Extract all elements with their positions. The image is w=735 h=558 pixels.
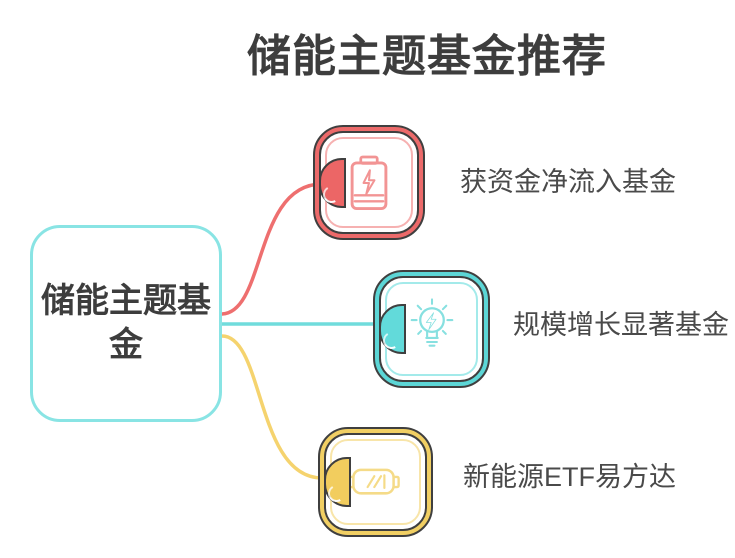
battery-horizontal-icon bbox=[346, 468, 400, 495]
connector-knob bbox=[324, 457, 351, 507]
branch-node-new-energy-etf bbox=[318, 427, 433, 537]
branch-node-inner bbox=[379, 276, 484, 382]
battery-charging-icon bbox=[350, 155, 388, 210]
branch-node-net-inflow bbox=[313, 125, 425, 240]
branch-label-new-energy-etf: 新能源ETF易方达 bbox=[463, 462, 676, 492]
connector-line-red bbox=[220, 182, 324, 316]
connector-knob bbox=[379, 304, 406, 354]
connector-line-yellow bbox=[220, 334, 324, 480]
page-title: 储能主题基金推荐 bbox=[247, 32, 607, 81]
branch-label-net-inflow: 获资金净流入基金 bbox=[460, 167, 676, 197]
center-node-label: 储能主题基金 bbox=[41, 281, 211, 364]
center-node: 储能主题基金 bbox=[30, 225, 222, 422]
branch-label-scale-growth: 规模增长显著基金 bbox=[513, 310, 729, 340]
branch-node-scale-growth bbox=[373, 270, 490, 388]
lightbulb-flash-icon bbox=[410, 298, 453, 347]
